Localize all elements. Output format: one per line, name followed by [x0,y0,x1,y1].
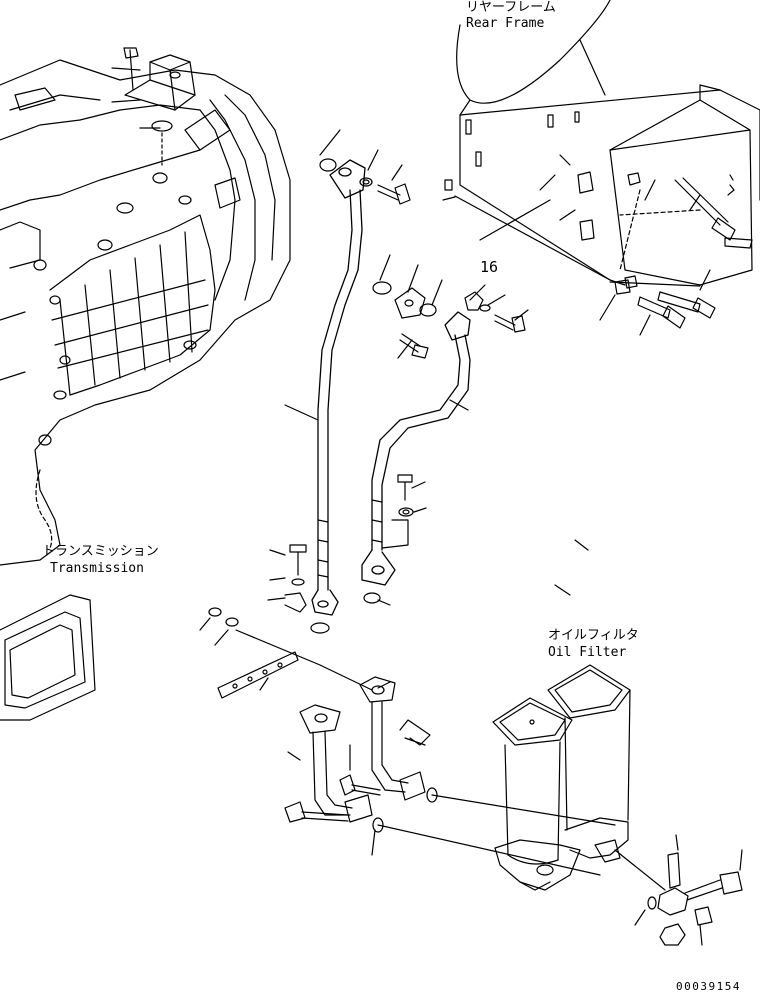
drain-fittings [634,834,743,946]
transmission-label-jp: トランスミッション [42,544,159,559]
drawing-code: 00039154 [676,980,741,993]
rear-frame-label-jp: リヤーフレーム [466,0,556,15]
leaders-mid [284,129,529,421]
transmission-label-en: Transmission [50,561,144,576]
mounting-bracket [199,607,373,699]
oil-filter-label-jp: オイルフィルタ [548,628,639,643]
hose-right [361,311,471,586]
callout-number: 16 [480,258,499,276]
oil-filter-label-en: Oil Filter [548,645,627,660]
clamp-parts-right [381,474,427,549]
rear-frame-label-en: Rear Frame [466,16,545,31]
clamp-parts-left [267,544,307,613]
upper-fittings [319,158,526,359]
lower-pipes [284,592,438,856]
rear-frame [442,0,760,336]
machine-panel [0,594,96,721]
leaders-right [377,539,589,689]
transmission-housing [0,47,291,566]
oil-filter-assembly [377,664,666,891]
hose-left [311,159,366,616]
